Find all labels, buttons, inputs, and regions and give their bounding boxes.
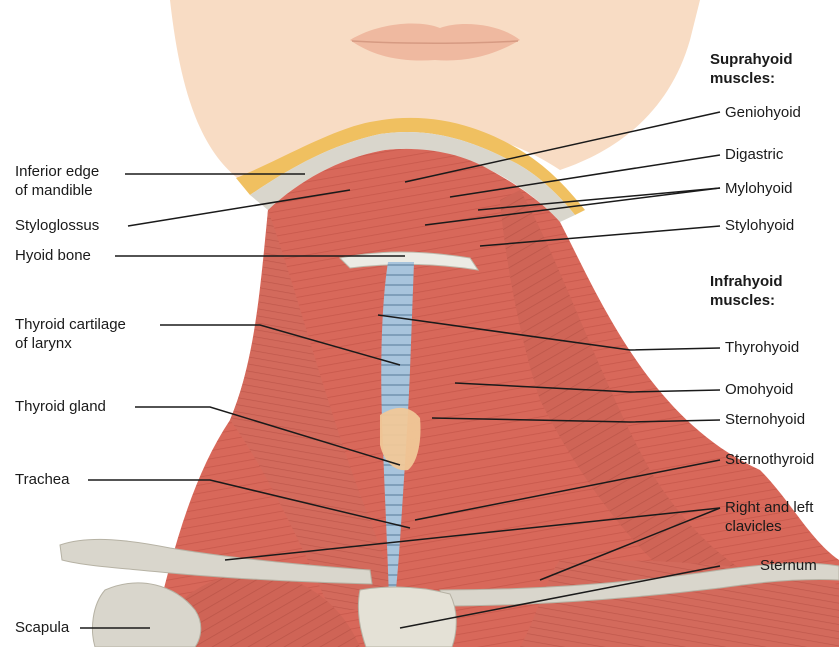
- label-thyrohyoid: Thyrohyoid: [725, 338, 799, 357]
- header-infrahyoid-line1: Infrahyoid: [710, 272, 783, 291]
- label-inferior-edge-line2: of mandible: [15, 181, 99, 200]
- label-sternum: Sternum: [760, 556, 817, 575]
- label-right-and-left-clavicles: Right and left clavicles: [725, 498, 813, 536]
- label-sternothyroid: Sternothyroid: [725, 450, 814, 469]
- sternum-bone: [358, 587, 456, 647]
- header-infrahyoid-muscles: Infrahyoid muscles:: [710, 272, 783, 310]
- label-thyroid-cartilage-of-larynx: Thyroid cartilage of larynx: [15, 315, 126, 353]
- label-thyroid-cartilage-line1: Thyroid cartilage: [15, 315, 126, 334]
- label-geniohyoid: Geniohyoid: [725, 103, 801, 122]
- label-stylohyoid: Stylohyoid: [725, 216, 794, 235]
- header-suprahyoid-line2: muscles:: [710, 69, 793, 88]
- label-scapula: Scapula: [15, 618, 69, 637]
- label-digastric: Digastric: [725, 145, 783, 164]
- label-omohyoid: Omohyoid: [725, 380, 793, 399]
- header-suprahyoid-line1: Suprahyoid: [710, 50, 793, 69]
- label-styloglossus: Styloglossus: [15, 216, 99, 235]
- label-mylohyoid: Mylohyoid: [725, 179, 793, 198]
- label-inferior-edge-line1: Inferior edge: [15, 162, 99, 181]
- header-infrahyoid-line2: muscles:: [710, 291, 783, 310]
- label-thyroid-cartilage-line2: of larynx: [15, 334, 126, 353]
- label-trachea: Trachea: [15, 470, 69, 489]
- label-hyoid-bone: Hyoid bone: [15, 246, 91, 265]
- label-clavicles-line2: clavicles: [725, 517, 813, 536]
- label-inferior-edge-of-mandible: Inferior edge of mandible: [15, 162, 99, 200]
- label-thyroid-gland: Thyroid gland: [15, 397, 106, 416]
- label-sternohyoid: Sternohyoid: [725, 410, 805, 429]
- header-suprahyoid-muscles: Suprahyoid muscles:: [710, 50, 793, 88]
- label-clavicles-line1: Right and left: [725, 498, 813, 517]
